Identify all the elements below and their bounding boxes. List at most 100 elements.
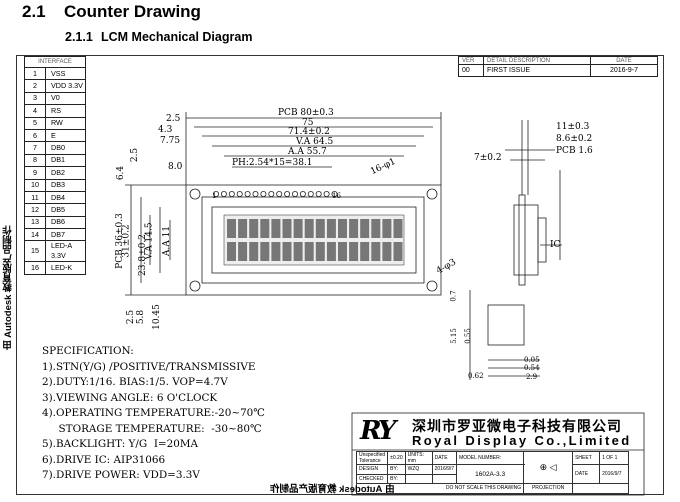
company-logo: RY <box>360 416 396 446</box>
section-number: 2.1 <box>22 2 46 21</box>
tolerance-value: ±0.20 <box>387 451 406 465</box>
pin-hole <box>307 190 314 197</box>
pin-number: 12 <box>24 203 46 217</box>
specification-block: SPECIFICATION:1).STN(Y/G) /POSITIVE/TRAN… <box>42 344 265 484</box>
pin-hole <box>228 190 235 197</box>
mount-hole-br <box>426 280 438 292</box>
model-label: MODEL NUMBER: <box>456 451 525 465</box>
title-info-table: Unspecified Tolerance ±0.20 UNITS: mm DA… <box>355 451 630 494</box>
pin-hole <box>268 190 275 197</box>
dim-2-9: 2.9 <box>526 373 538 381</box>
company-name-cn: 深圳市罗亚微电子科技有限公司 <box>412 418 622 434</box>
char-cell <box>360 219 370 238</box>
char-cell <box>227 242 236 261</box>
char-cell <box>249 242 259 261</box>
spec-title: SPECIFICATION: <box>42 345 134 357</box>
dim-pitch: PH:2.54*15=38.1 <box>232 158 313 168</box>
sheet-label: SHEET <box>572 451 601 465</box>
char-cell <box>315 242 325 261</box>
char-cell <box>238 219 248 238</box>
pin-hole <box>315 190 322 197</box>
bezel-outline <box>201 196 425 284</box>
dim-pcb-width: PCB 80±0.3 <box>278 108 334 118</box>
pin-number: 5 <box>24 116 46 130</box>
mirrored-watermark: 由 Autodesk 教育版产品制作 <box>270 484 395 495</box>
dim-top-6-4: 6.4 <box>116 165 127 181</box>
pin-hole <box>244 190 251 197</box>
char-cell <box>304 242 314 261</box>
pin-hole <box>212 190 219 197</box>
side-view-body <box>513 204 539 276</box>
scale-note: DO NOT SCALE THIS DRAWING <box>355 483 525 494</box>
dim-side-pcb: PCB 1.6 <box>556 146 593 156</box>
pin-signal: DB7 <box>45 228 86 242</box>
pcb-outline <box>185 184 442 296</box>
pin-detail <box>487 304 525 346</box>
pin-signal: DB6 <box>45 215 86 230</box>
dim-va-width: V.A 64.5 <box>296 137 334 147</box>
dim-71-4: 71.4±0.2 <box>288 127 330 137</box>
char-cell <box>271 242 281 261</box>
viewing-area <box>211 206 417 274</box>
pin-hole <box>299 190 306 197</box>
pin-1-label: 1 <box>212 192 217 200</box>
dim-23-8: 23.8±0.2 <box>137 234 148 276</box>
pin-hole <box>331 190 338 197</box>
char-cell <box>282 219 292 238</box>
pin-hole <box>252 190 259 197</box>
pin-hole <box>291 190 298 197</box>
design-date: 2016/9/7 <box>431 464 458 475</box>
tolerance-label: Unspecified Tolerance <box>355 451 389 465</box>
pin-hole <box>276 190 283 197</box>
char-cell <box>393 219 403 238</box>
dim-5-15: 5.15 <box>449 328 458 344</box>
char-cell <box>349 219 359 238</box>
char-cell <box>260 219 270 238</box>
projection-label: PROJECTION <box>523 483 574 494</box>
char-cell <box>338 242 347 261</box>
title-block <box>351 412 645 496</box>
spec-item: 7).DRIVE POWER: VDD=3.3V <box>42 469 200 481</box>
char-cell <box>349 242 359 261</box>
dim-top-2-5: 2.5 <box>130 147 141 163</box>
mount-hole-tl <box>189 188 201 200</box>
char-cell <box>271 219 281 238</box>
char-cell <box>371 242 381 261</box>
dim-aa-height: A.A 11 <box>162 225 173 257</box>
dim-left-4-3: 4.3 <box>158 125 173 135</box>
dim-0-55: 0.55 <box>463 328 472 344</box>
subsection-title: LCM Mechanical Diagram <box>101 30 253 44</box>
spec-item: 2).DUTY:1/16. BIAS:1/5. VOP=4.7V <box>42 376 228 388</box>
spec-item: 4).OPERATING TEMPERATURE:-20~70℃ <box>42 407 265 419</box>
pin-hole <box>284 190 291 197</box>
design-label: DESIGN <box>355 464 389 475</box>
drawing-frame <box>16 55 664 495</box>
dim-75: 75 <box>302 118 314 128</box>
dim-left-7-75: 7.75 <box>160 136 181 146</box>
spec-item: 6).DRIVE IC: AIP31066 <box>42 453 166 466</box>
spec-item: STORAGE TEMPERATURE: -30~80℃ <box>42 422 262 435</box>
pin-signal: E <box>45 128 86 143</box>
dim-side-7: 7±0.2 <box>474 153 502 163</box>
revision-table: VER DETAIL DESCRIPTION DATE 00 FIRST ISS… <box>458 56 658 77</box>
mount-hole-tr <box>426 188 438 200</box>
pin-signal: DB2 <box>45 166 86 180</box>
char-cell <box>371 219 381 238</box>
sheet-value: 1 OF 1 <box>599 451 630 465</box>
dim-bottom-2-5: 2.5 <box>126 309 137 325</box>
char-cell <box>326 219 336 238</box>
pin-signal: DB3 <box>45 178 86 192</box>
ic-label: IC <box>550 240 561 250</box>
